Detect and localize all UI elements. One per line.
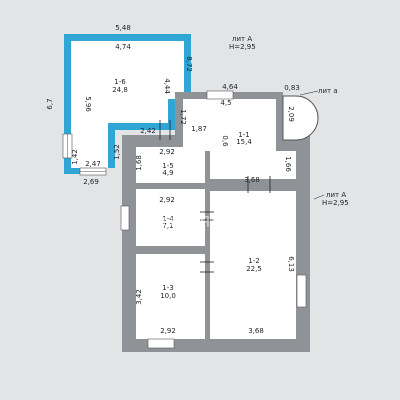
porch	[282, 95, 319, 141]
room-3-label: 1-3	[162, 284, 173, 292]
dim-bottom-right: 3,68	[248, 327, 264, 335]
room-3-area: 10,0	[160, 292, 176, 300]
dimension-labels: 5,48 4,74 6,7 5,96 8,72 4,44 4,64 4,5 0,…	[46, 24, 300, 335]
dim-room1-right: 1,66	[284, 156, 292, 172]
room-6-label: 1-6	[114, 78, 126, 86]
window-room-2-right	[296, 274, 307, 308]
watermark-text: ОБЪЯВЛЕНИЙ	[162, 212, 282, 231]
window-room-3-bottom	[147, 338, 175, 349]
dim-room4-width: 2,92	[159, 196, 175, 204]
dim-porch-depth: 2,09	[287, 106, 295, 122]
dim-room1-top-outer: 4,64	[222, 83, 238, 91]
dim-room5-height: 1,68	[135, 155, 143, 171]
room-5-label: 1-5	[162, 162, 173, 170]
dim-room2-height: 6,13	[287, 256, 295, 272]
room-2-floor	[210, 191, 296, 339]
windows	[120, 90, 307, 349]
dim-wall-small: 1,52	[113, 144, 121, 160]
block-lit-a-upper-height: Н=2,95	[229, 43, 256, 51]
room-4-label: 1-4	[162, 215, 174, 223]
dim-room1-top-inner: 4,5	[220, 99, 231, 107]
room-4-floor	[136, 189, 205, 246]
block-lit-a-porch-name: лит а	[318, 87, 338, 95]
dim-extension-right: 8,72	[185, 56, 193, 72]
extension-room-6-floor	[71, 41, 184, 168]
dim-left-stub-outer: 2,69	[83, 178, 99, 186]
dim-top-inner: 4,74	[115, 43, 131, 51]
dim-extension-inner-right: 4,44	[163, 78, 171, 94]
room-5-area: 4,9	[162, 169, 173, 177]
dim-top-outer: 5,48	[115, 24, 131, 32]
dim-room1-bottom: 1,87	[191, 125, 207, 133]
room-1-floor	[183, 99, 276, 151]
window-room-4-left	[120, 205, 130, 231]
room-4-area: 7,1	[162, 222, 173, 230]
block-lit-a-right-height: Н=2,95	[322, 199, 349, 207]
dim-room1-width: 3,68	[244, 176, 260, 184]
dim-left-stub-inner: 2,47	[85, 160, 101, 168]
dim-room1-small: 0,6	[221, 135, 229, 147]
dim-room3-height: 3,42	[135, 289, 143, 305]
block-labels: лит А Н=2,95 лит А Н=2,95 лит а	[229, 35, 349, 207]
room-2-area: 22,5	[246, 265, 262, 273]
room-1-area: 15,4	[236, 138, 252, 146]
watermark: ОБЪЯВЛЕНИЙ	[162, 212, 282, 231]
room-6-area: 24,8	[112, 86, 128, 94]
dim-left-inner: 5,96	[84, 96, 92, 112]
room-1-lower-floor	[210, 151, 296, 179]
dim-room5-width: 2,92	[159, 148, 175, 156]
dim-bottom-left: 2,92	[160, 327, 176, 335]
room-1-label: 1-1	[238, 131, 249, 139]
block-lit-a-right-name: лит А	[326, 191, 346, 199]
main-house	[120, 90, 319, 352]
block-lit-a-upper-name: лит А	[232, 35, 252, 43]
dim-step-width: 2,42	[140, 127, 156, 135]
room-3-floor	[136, 254, 205, 339]
room-2-label: 1-2	[248, 257, 259, 265]
room-labels: 1-6 24,8 1-1 15,4 1-5 4,9 1-4 7,1 1-2 22…	[112, 78, 262, 300]
dim-left-outer: 6,7	[46, 98, 54, 109]
dim-porch-width: 0,83	[284, 84, 300, 92]
dim-left-stub-height: 1,42	[71, 149, 79, 165]
room-5-floor	[136, 147, 205, 183]
window-room-1-top	[206, 90, 234, 100]
dim-step-depth: 1,72	[179, 109, 187, 125]
door-marks	[159, 120, 271, 273]
extension-block	[62, 34, 191, 176]
